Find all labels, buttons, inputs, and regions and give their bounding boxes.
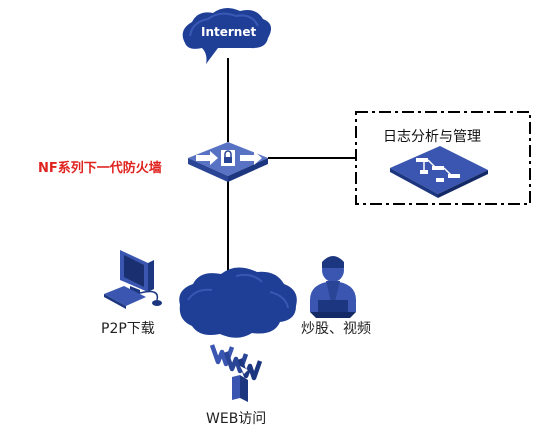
web-access-label: WEB访问 [206,411,267,427]
user-icon [310,256,356,318]
log-management-label: 日志分析与管理 [383,129,481,145]
network-switch-icon [390,146,488,198]
firewall-label: NF系列下一代防火墙 [38,161,162,176]
firewall-icon [188,142,268,182]
www-icon [209,344,263,402]
log-management-box [355,111,531,205]
computer-icon [104,250,162,309]
p2p-download-label: P2P下载 [101,321,155,337]
internet-label: Internet [201,25,257,39]
internet-cloud-icon [182,7,272,64]
stock-video-label: 炒股、视频 [301,321,371,337]
lan-cloud-icon [179,267,297,338]
